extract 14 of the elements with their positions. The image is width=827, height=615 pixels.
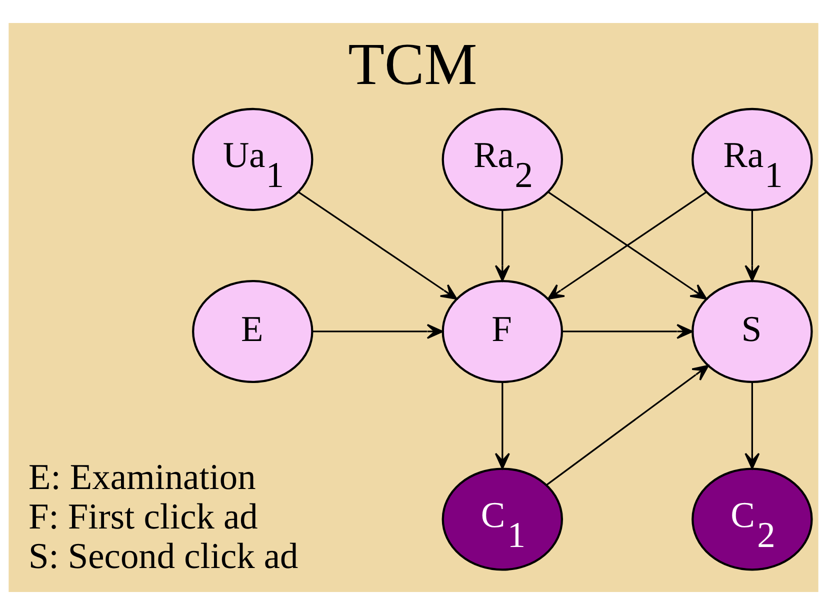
- arrow: [494, 382, 510, 470]
- arrow: [546, 364, 709, 486]
- arrow: [744, 382, 760, 470]
- label: E: Examination: [28, 456, 256, 497]
- arrow: [562, 324, 693, 340]
- arrow: [744, 210, 760, 282]
- arrow: [494, 210, 510, 282]
- arrow: [298, 191, 458, 300]
- label: F: First click ad: [28, 496, 258, 536]
- node-ellipse: E: [192, 280, 314, 383]
- label: S: Second click ad: [28, 536, 298, 576]
- diagram-title: TCM: [348, 30, 478, 97]
- node-ellipse: F: [442, 280, 564, 383]
- arrow: [312, 324, 444, 340]
